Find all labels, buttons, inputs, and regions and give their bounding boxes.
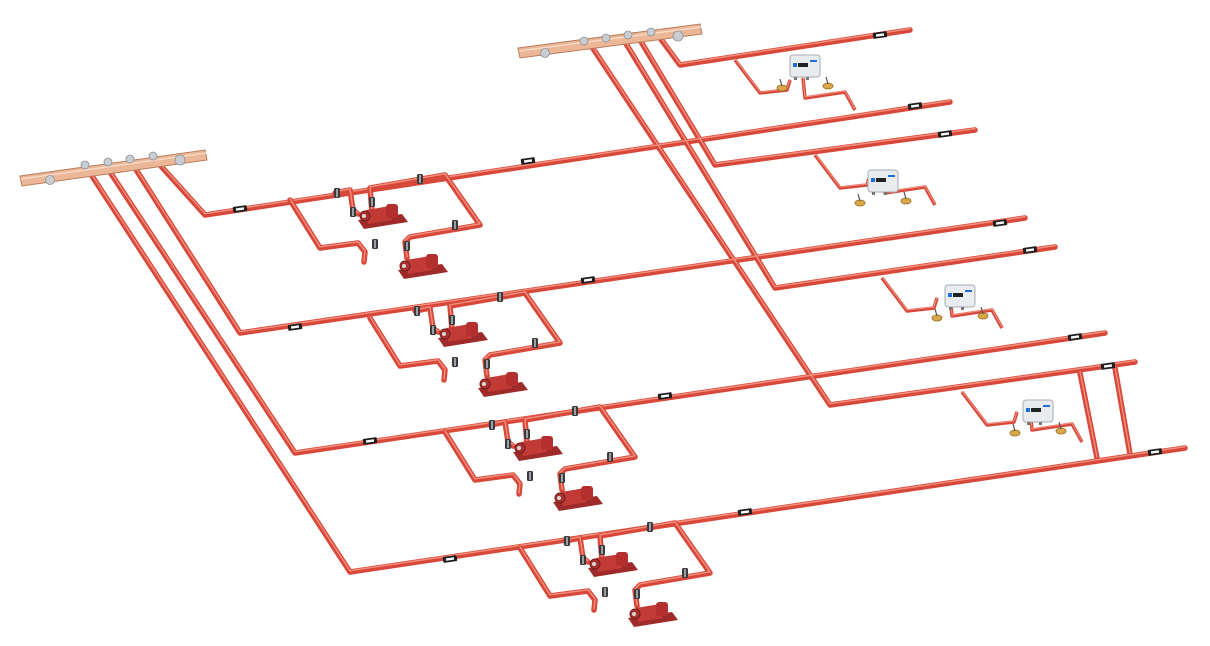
valve-icon xyxy=(559,473,565,483)
pump-group-2 xyxy=(370,292,560,397)
valve-icon xyxy=(350,207,356,217)
main-pipes xyxy=(92,29,1185,572)
valve-icon xyxy=(489,420,495,430)
pump-icon xyxy=(628,602,678,627)
valve-icon xyxy=(404,241,410,251)
pump-group-3 xyxy=(445,406,635,511)
flow-indicator-icon xyxy=(442,555,458,563)
valve-icon xyxy=(414,306,420,316)
brass-valve-icon xyxy=(1009,423,1021,437)
valve-icon xyxy=(505,439,511,449)
valve-icon xyxy=(524,429,530,439)
valve-icon xyxy=(647,522,653,532)
pump-icon xyxy=(553,486,603,511)
flow-indicator-icon xyxy=(657,392,673,400)
pump-icon xyxy=(588,552,638,577)
valve-icon xyxy=(449,315,455,325)
pump-icon xyxy=(358,204,408,229)
flow-indicator-icon xyxy=(737,508,753,516)
pump-icon xyxy=(513,436,563,461)
pump-group-1 xyxy=(290,174,480,279)
brass-valve-icon xyxy=(900,191,912,205)
flow-indicator-icon xyxy=(287,323,303,331)
valve-icon xyxy=(527,471,533,481)
flow-indicator-icon xyxy=(872,31,888,39)
brass-valve-icon xyxy=(776,78,788,92)
brass-valve-icon xyxy=(854,193,866,207)
valve-icon xyxy=(602,587,608,597)
meter-loop-3 xyxy=(880,276,1004,330)
valve-icon xyxy=(634,589,640,599)
flow-indicator-icon xyxy=(1147,448,1163,456)
valve-icon xyxy=(369,197,375,207)
flow-indicator-icon xyxy=(992,219,1008,227)
flow-indicator-icon xyxy=(1067,333,1083,341)
valve-icon xyxy=(580,555,586,565)
valve-icon xyxy=(452,220,458,230)
flow-indicator-icon xyxy=(362,437,378,445)
valve-icon xyxy=(682,568,688,578)
valve-icon xyxy=(484,359,490,369)
controller-unit-1 xyxy=(776,54,834,92)
controller-unit-3 xyxy=(931,284,989,322)
valve-icon xyxy=(572,406,578,416)
brass-valve-icon xyxy=(931,308,943,322)
flow-indicator-icon xyxy=(937,130,953,138)
manifold-left xyxy=(19,149,208,187)
brass-valve-icon xyxy=(822,76,834,90)
pump-group-4 xyxy=(520,522,710,627)
valve-icon xyxy=(430,325,436,335)
pump-icon xyxy=(478,372,528,397)
flow-indicator-icon xyxy=(1022,246,1038,254)
controller-unit-4 xyxy=(1009,399,1067,437)
flow-indicator-icon xyxy=(907,102,923,110)
manifold-right xyxy=(517,23,703,59)
brass-valve-icon xyxy=(1055,421,1067,435)
flow-indicator-icon xyxy=(580,276,596,284)
valve-icon xyxy=(607,452,613,462)
valve-icon xyxy=(497,292,503,302)
flow-indicator-icon xyxy=(232,205,248,213)
valve-icon xyxy=(599,545,605,555)
valve-icon xyxy=(564,536,570,546)
brass-valve-icon xyxy=(977,306,989,320)
pump-icon xyxy=(398,254,448,279)
valve-icon xyxy=(532,338,538,348)
valve-icon xyxy=(452,357,458,367)
flow-indicator-icon xyxy=(520,157,536,165)
pump-icon xyxy=(438,322,488,347)
flow-indicator-icon xyxy=(1100,362,1116,370)
meter-loop-4 xyxy=(960,390,1084,444)
valve-icon xyxy=(334,188,340,198)
valve-icon xyxy=(417,174,423,184)
controller-unit-2 xyxy=(854,169,912,207)
valve-icon xyxy=(372,239,378,249)
